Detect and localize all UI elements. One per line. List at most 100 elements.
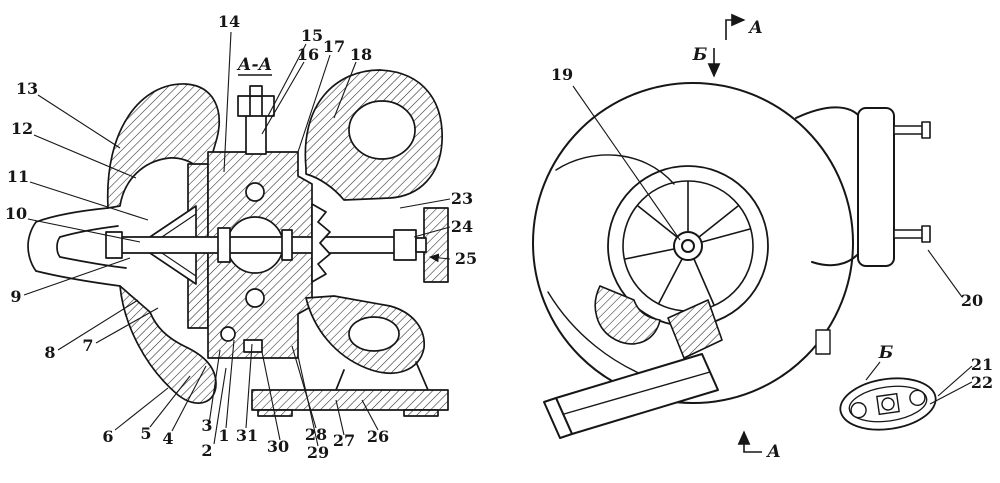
leader-b-detail	[865, 361, 881, 381]
leader-11	[29, 181, 149, 221]
leader-1	[225, 339, 235, 429]
callout-7: 7	[82, 336, 93, 355]
callout-27: 27	[333, 431, 355, 450]
leader-17	[297, 54, 331, 153]
leader-10	[27, 218, 141, 243]
impeller-blades	[624, 181, 751, 306]
callout-29: 29	[307, 443, 329, 462]
callout-9: 9	[10, 287, 21, 306]
callout-28: 28	[305, 425, 327, 444]
marker-b-detail-label: Б	[878, 343, 894, 363]
side-callouts: 19 20 21 22 А Б А Б	[551, 18, 993, 462]
housing-tab	[815, 329, 831, 355]
oil-drain-passage	[243, 339, 263, 353]
callout-10: 10	[5, 204, 27, 223]
section-view: 13 12 11 10 9 8 7 6 5 4 3 2 1 31 30 28 2…	[5, 12, 477, 462]
section-leader-lines	[23, 31, 451, 447]
oil-drain-flange-detail	[839, 377, 937, 431]
oil-inlet-fitting	[237, 85, 275, 155]
drain-flange-port	[881, 397, 895, 411]
callout-16: 16	[297, 45, 319, 64]
callout-21: 21	[971, 355, 993, 374]
shaft-right-nut	[393, 229, 417, 261]
callout-3: 3	[201, 416, 212, 435]
leader-27	[335, 399, 345, 436]
callout-13: 13	[16, 79, 38, 98]
leader-14	[223, 31, 232, 173]
leader-20	[927, 249, 963, 298]
leader-16	[261, 61, 305, 135]
flange-connector-right	[415, 361, 429, 391]
leader-21	[937, 365, 973, 397]
leader-12	[33, 134, 137, 179]
seal-ring-detail	[220, 326, 236, 342]
leader-7	[95, 307, 159, 344]
callout-26: 26	[367, 427, 389, 446]
compressor-inlet-duct	[27, 207, 127, 287]
turbine-inlet-flange	[857, 107, 895, 267]
shaft-end-tip	[415, 237, 427, 253]
leader-22	[929, 381, 973, 405]
shaft-left-nut	[105, 231, 123, 259]
outlet-duct-inner-line	[563, 371, 711, 415]
leader-4	[171, 365, 207, 432]
leader-19	[572, 85, 681, 241]
callout-25: 25	[455, 249, 477, 268]
impeller-nut	[681, 239, 695, 253]
marker-a-top-bracket	[725, 13, 746, 40]
leader-30	[261, 351, 281, 441]
marker-a-bottom-label: А	[765, 442, 781, 462]
mounting-foot-right	[403, 409, 439, 417]
flange-studs	[893, 121, 931, 243]
side-drawing	[532, 82, 931, 439]
callout-6: 6	[102, 427, 113, 446]
thrust-collar	[217, 227, 231, 263]
section-drawing	[27, 69, 449, 417]
outlet-duct-flange	[543, 397, 573, 439]
inlet-pipe-upper-wall	[795, 106, 861, 119]
callout-19: 19	[551, 65, 573, 84]
callout-4: 4	[162, 429, 173, 448]
callout-2: 2	[201, 441, 212, 460]
callout-15: 15	[301, 26, 323, 45]
drain-flange-bolt-hole-left	[850, 401, 867, 419]
callout-20: 20	[961, 291, 983, 310]
turbine-outlet-flange	[423, 207, 449, 283]
inlet-pipe-lower-wall	[811, 251, 861, 267]
callout-11: 11	[7, 167, 29, 186]
callout-18: 18	[350, 45, 372, 64]
turbine-volute-passage-upper	[348, 100, 416, 160]
leader-8	[57, 299, 139, 351]
callout-17: 17	[323, 37, 345, 56]
mounting-flange	[251, 389, 449, 411]
callout-24: 24	[451, 217, 473, 236]
flange-connector-left	[335, 369, 345, 391]
leader-18	[333, 61, 357, 119]
leader-13	[37, 94, 121, 149]
clamp-bracket	[594, 285, 661, 345]
side-view: 19 20 21 22 А Б А Б	[532, 13, 993, 462]
oil-gallery-lower	[245, 288, 265, 308]
section-plane-markers	[707, 13, 762, 453]
leader-28	[291, 345, 317, 429]
side-leader-lines	[572, 85, 973, 405]
marker-b-top-label: Б	[692, 45, 708, 65]
rotor-shaft	[117, 236, 415, 254]
callout-22: 22	[971, 373, 993, 392]
callout-5: 5	[140, 424, 151, 443]
callout-31: 31	[236, 426, 258, 445]
marker-a-bottom-bracket	[737, 430, 762, 453]
scroll-contour-upper	[555, 154, 675, 185]
leader-23	[399, 198, 451, 209]
leader-5	[149, 375, 191, 428]
callout-1: 1	[218, 426, 229, 445]
leader-6	[114, 387, 169, 431]
drain-flange-bolt-hole-right	[909, 389, 926, 407]
callout-14: 14	[218, 12, 240, 31]
callout-23: 23	[451, 189, 473, 208]
leader-26	[361, 399, 379, 431]
oil-gallery-upper	[245, 182, 265, 202]
callout-30: 30	[267, 437, 289, 456]
